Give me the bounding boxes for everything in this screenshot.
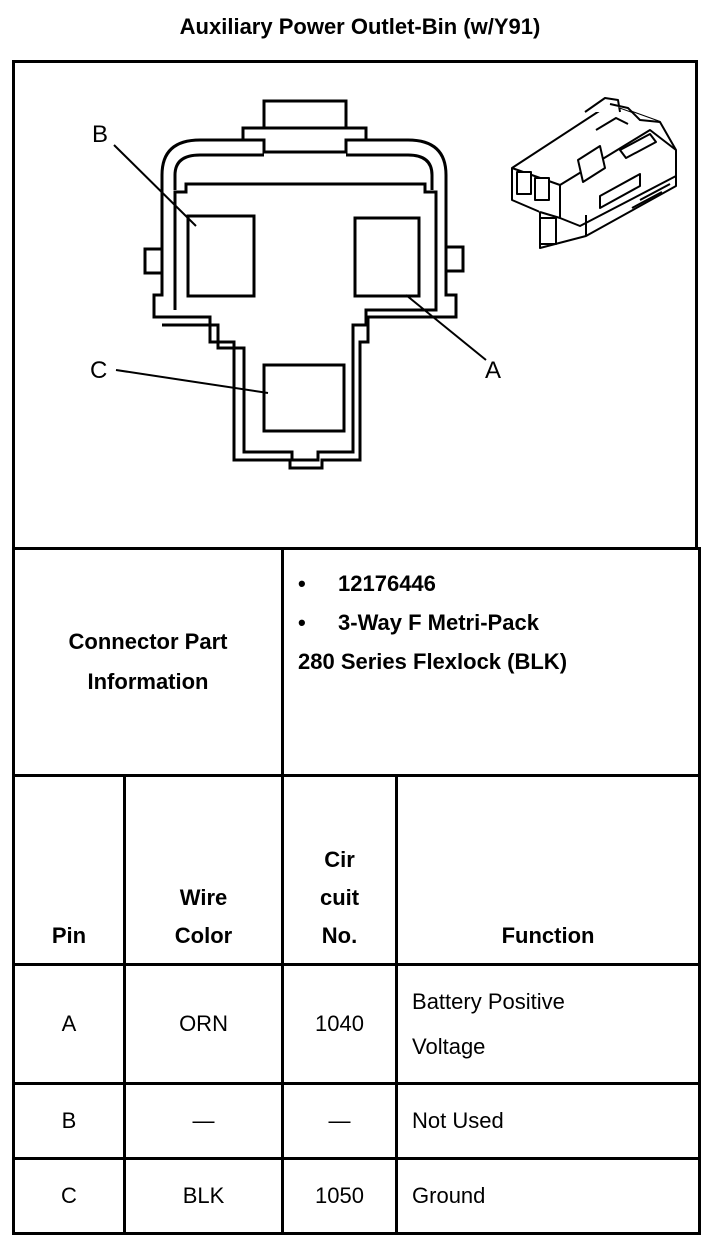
cavity-A (353, 216, 421, 298)
wire-color-cell: — (122, 1082, 285, 1160)
left-nub (143, 247, 164, 275)
header-function: Function (395, 774, 702, 966)
function-cell: Ground (395, 1157, 702, 1235)
wire-color-cell: BLK (122, 1157, 285, 1235)
function-cell: Not Used (395, 1082, 702, 1160)
part-number-item: •12176446 (298, 571, 436, 596)
pin-cell: C (12, 1157, 126, 1235)
pin-cell: B (12, 1082, 126, 1160)
table-row: B — — Not Used (12, 1082, 702, 1160)
cavity-C (262, 363, 346, 433)
circuit-cell: — (281, 1082, 399, 1160)
circuit-cell: 1040 (281, 963, 399, 1085)
header-wire-color: Wire Color (122, 774, 285, 966)
connector-info-row: Connector Part Information •12176446 •3-… (11, 547, 702, 777)
header-pin: Pin (12, 774, 126, 966)
connector-pinout-table: Connector Part Information •12176446 •3-… (11, 547, 702, 1235)
connector-description-item: •3-Way F Metri-Pack (298, 610, 539, 635)
callout-C: C (90, 357, 107, 384)
page-title: Auxiliary Power Outlet-Bin (w/Y91) (179, 14, 541, 39)
table-row: A ORN 1040 Battery Positive Voltage (12, 963, 702, 1085)
connector-face-diagram: B C A (90, 97, 677, 470)
leader-line-C (115, 369, 269, 394)
callout-A: A (485, 357, 501, 384)
connector-part-info-value: •12176446 •3-Way F Metri-Pack 280 Series… (281, 547, 702, 777)
pin-cell: A (12, 963, 126, 1085)
table-header-row: Pin Wire Color Cir cuit No. Function (12, 774, 702, 966)
cavity-B (186, 214, 256, 298)
leader-line-A (405, 294, 487, 361)
wire-color-cell: ORN (122, 963, 285, 1085)
connector-description-line2: 280 Series Flexlock (BLK) (298, 649, 568, 674)
leader-line-B (113, 144, 197, 227)
circuit-cell: 1050 (281, 1157, 399, 1235)
callout-B: B (92, 121, 108, 148)
function-cell: Battery Positive Voltage (395, 963, 702, 1085)
header-circuit-no: Cir cuit No. (281, 774, 399, 966)
connector-part-info-label: Connector Part Information (11, 547, 285, 777)
connector-isometric-illustration (511, 97, 677, 249)
right-nub (444, 245, 465, 273)
table-row: C BLK 1050 Ground (12, 1157, 702, 1235)
